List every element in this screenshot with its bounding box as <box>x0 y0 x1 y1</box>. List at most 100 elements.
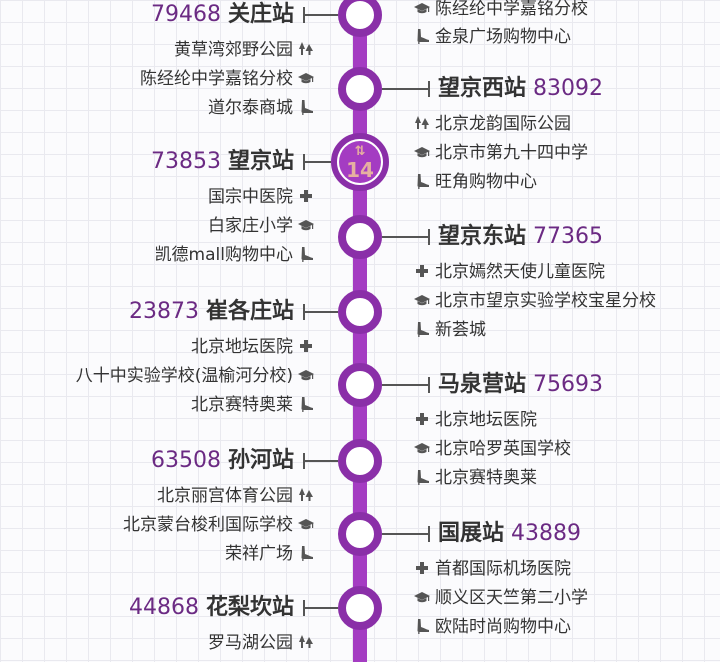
station-title[interactable]: 73853 望京站 <box>151 148 294 176</box>
station-name: 望京西站 <box>438 76 527 101</box>
station-code: 75693 <box>533 372 604 397</box>
station-code: 83092 <box>533 76 604 101</box>
poi-list-item: 白家庄小学 <box>208 215 314 237</box>
school-icon <box>298 367 314 383</box>
poi-list-item: 北京赛特奥莱 <box>191 394 314 416</box>
poi-name: 旺角购物中心 <box>435 172 537 192</box>
poi-name: 凯德mall购物中心 <box>154 245 293 265</box>
shopping-icon <box>414 618 430 634</box>
shopping-icon <box>298 99 314 115</box>
poi-list-item: 北京哈罗英国学校 <box>414 438 571 460</box>
poi-name: 北京嫣然天使儿童医院 <box>435 262 605 282</box>
station-code: 79468 <box>150 2 221 27</box>
station-marker[interactable] <box>338 67 382 111</box>
poi-name: 北京市望京实验学校宝星分校 <box>435 291 656 311</box>
station-name: 崔各庄站 <box>205 299 294 324</box>
transfer-badge: ⇅14 <box>339 141 381 183</box>
poi-list-item: 北京市望京实验学校宝星分校 <box>414 290 656 312</box>
poi-name: 新荟城 <box>435 320 486 340</box>
school-icon <box>414 292 430 308</box>
transfer-arrows-icon: ⇅ <box>354 144 366 159</box>
poi-name: 北京地坛医院 <box>191 337 293 357</box>
hospital-icon <box>414 560 430 576</box>
poi-list-item: 首都国际机场医院 <box>414 558 571 580</box>
station-title[interactable]: 望京东站 77365 <box>438 223 603 251</box>
poi-name: 首都国际机场医院 <box>435 559 571 579</box>
station-title[interactable]: 望京西站 83092 <box>438 75 603 103</box>
poi-list-item: 罗马湖公园 <box>208 632 314 654</box>
poi-name: 罗马湖公园 <box>208 633 293 653</box>
poi-list-item: 陈经纶中学嘉铭分校 <box>414 0 588 20</box>
station-title[interactable]: 国展站 43889 <box>438 520 581 548</box>
transfer-station-marker[interactable]: ⇅14 <box>331 133 389 191</box>
hospital-icon <box>414 411 430 427</box>
station-connector <box>303 460 338 462</box>
station-connector <box>303 311 338 313</box>
station-marker[interactable] <box>338 512 382 556</box>
poi-list-item: 八十中实验学校(温榆河分校) <box>76 365 314 387</box>
poi-list-item: 北京嫣然天使儿童医院 <box>414 261 605 283</box>
connector-tick <box>303 7 305 23</box>
poi-name: 欧陆时尚购物中心 <box>435 617 571 637</box>
poi-list-item: 凯德mall购物中心 <box>155 244 314 266</box>
shopping-icon <box>414 28 430 44</box>
station-connector <box>303 607 338 609</box>
station-name: 花梨坎站 <box>205 595 294 620</box>
poi-list-item: 北京蒙台梭利国际学校 <box>123 514 314 536</box>
station-title[interactable]: 63508 孙河站 <box>151 447 294 475</box>
station-name: 望京东站 <box>438 224 527 249</box>
park-icon <box>298 41 314 57</box>
poi-name: 北京赛特奥莱 <box>191 395 293 415</box>
poi-list-item: 新荟城 <box>414 319 486 341</box>
connector-tick <box>428 526 430 542</box>
poi-list-item: 北京市第九十四中学 <box>414 142 588 164</box>
poi-name: 金泉广场购物中心 <box>435 27 571 47</box>
connector-tick <box>303 453 305 469</box>
station-title[interactable]: 23873 崔各庄站 <box>129 298 294 326</box>
poi-name: 白家庄小学 <box>208 216 293 236</box>
poi-list-item: 陈经纶中学嘉铭分校 <box>140 68 314 90</box>
poi-list-item: 黄草湾郊野公园 <box>174 39 314 61</box>
station-name: 马泉营站 <box>438 372 527 397</box>
poi-list-item: 荣祥广场 <box>225 543 314 565</box>
school-icon <box>414 144 430 160</box>
connector-tick <box>428 377 430 393</box>
station-name: 关庄站 <box>227 2 294 27</box>
station-connector <box>382 88 428 90</box>
hospital-icon <box>298 188 314 204</box>
station-title[interactable]: 44868 花梨坎站 <box>129 594 294 622</box>
station-marker[interactable] <box>338 586 382 630</box>
poi-name: 北京丽宫体育公园 <box>157 486 293 506</box>
poi-name: 国宗中医院 <box>208 187 293 207</box>
poi-name: 陈经纶中学嘉铭分校 <box>435 0 588 19</box>
station-marker[interactable] <box>338 0 382 37</box>
station-code: 73853 <box>150 149 221 174</box>
station-title[interactable]: 马泉营站 75693 <box>438 371 603 399</box>
station-marker[interactable] <box>338 215 382 259</box>
station-title[interactable]: 79468 关庄站 <box>151 1 294 29</box>
station-marker[interactable] <box>338 439 382 483</box>
park-icon <box>298 634 314 650</box>
station-marker[interactable] <box>338 290 382 334</box>
hospital-icon <box>298 338 314 354</box>
poi-name: 道尔泰商城 <box>208 98 293 118</box>
connector-tick <box>303 304 305 320</box>
poi-list-item: 北京地坛医院 <box>414 409 537 431</box>
station-code: 23873 <box>128 299 199 324</box>
school-icon <box>414 589 430 605</box>
shopping-icon <box>298 396 314 412</box>
poi-name: 北京市第九十四中学 <box>435 143 588 163</box>
transfer-line-number: 14 <box>346 158 374 182</box>
shopping-icon <box>414 469 430 485</box>
poi-list-item: 道尔泰商城 <box>208 97 314 119</box>
station-connector <box>303 161 331 163</box>
school-icon <box>414 0 430 16</box>
poi-name: 北京龙韵国际公园 <box>435 114 571 134</box>
station-marker[interactable] <box>338 363 382 407</box>
school-icon <box>414 440 430 456</box>
park-icon <box>298 487 314 503</box>
poi-list-item: 北京龙韵国际公园 <box>414 113 571 135</box>
hospital-icon <box>414 263 430 279</box>
poi-name: 顺义区天竺第二小学 <box>435 588 588 608</box>
poi-name: 八十中实验学校(温榆河分校) <box>75 366 293 386</box>
